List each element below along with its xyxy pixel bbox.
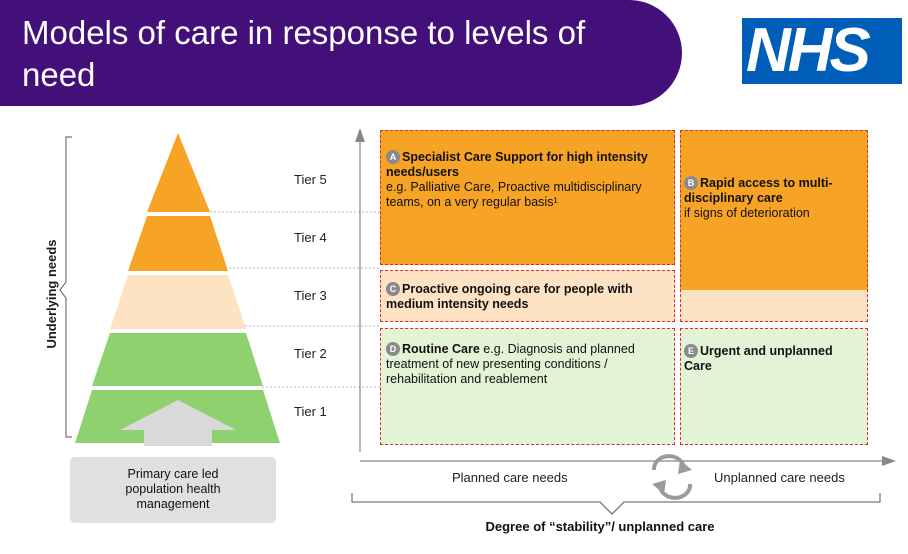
unplanned-care-label: Unplanned care needs — [714, 470, 845, 485]
grid-bg-green-right — [680, 328, 868, 445]
box-c-heading: Proactive ongoing care for people with m… — [386, 282, 633, 311]
box-b-heading: Rapid access to multi-disciplinary care — [684, 176, 833, 205]
nhs-logo: NHS — [742, 18, 902, 84]
grid-bg-peach-right — [680, 290, 868, 322]
box-a-specialist-care — [380, 130, 675, 265]
box-c-proactive-care — [380, 270, 675, 322]
box-a-body: e.g. Palliative Care, Proactive multidis… — [386, 180, 642, 209]
underlying-needs-label: Underlying needs — [44, 239, 59, 349]
tier-2-label: Tier 2 — [294, 346, 327, 361]
box-e-urgent-care — [680, 328, 868, 445]
badge-e: E — [684, 344, 698, 358]
page-title: Models of care in response to levels of … — [22, 14, 586, 93]
vertical-axis-arrow — [355, 128, 365, 142]
box-a-heading: Specialist Care Support for high intensi… — [386, 150, 648, 179]
grid-bg-orange-right — [680, 130, 868, 290]
tier-1-label: Tier 1 — [294, 404, 327, 419]
box-b-body: if signs of deterioration — [684, 206, 810, 220]
tier-4-label: Tier 4 — [294, 230, 327, 245]
title-banner: Models of care in response to levels of … — [0, 0, 682, 106]
planned-care-label: Planned care needs — [452, 470, 568, 485]
stability-footer-label: Degree of “stability”/ unplanned care — [485, 519, 715, 534]
tier-5-label: Tier 5 — [294, 172, 327, 187]
box-b-rapid-access — [680, 130, 868, 322]
pyramid-tier-4 — [128, 216, 228, 271]
badge-a: A — [386, 150, 400, 164]
grid-bg-green-left — [380, 328, 675, 445]
pyramid-tier-5 — [147, 133, 210, 212]
primary-care-box: Primary care led population health manag… — [70, 457, 276, 523]
badge-c: C — [386, 282, 400, 296]
nhs-logo-text: NHS — [746, 18, 871, 84]
horizontal-axis-arrow — [882, 456, 896, 466]
badge-d: D — [386, 342, 400, 356]
badge-b: B — [684, 176, 698, 190]
box-d-routine-care — [380, 328, 675, 445]
underlying-needs-bracket — [59, 136, 72, 438]
box-d-body: e.g. Diagnosis and planned treatment of … — [386, 342, 635, 386]
bottom-bracket — [351, 493, 881, 515]
box-e-heading: Urgent and unplanned Care — [684, 344, 833, 373]
primary-care-label: Primary care led population health manag… — [125, 467, 221, 511]
up-arrow-icon — [120, 400, 236, 446]
pyramid-tier-2 — [92, 333, 263, 386]
grid-bg-peach-left — [380, 270, 675, 322]
box-d-heading: Routine Care — [402, 342, 480, 356]
tier-3-label: Tier 3 — [294, 288, 327, 303]
cycle-arrows-icon — [651, 454, 693, 500]
pyramid-tier-3 — [110, 275, 246, 329]
grid-bg-orange-left — [380, 130, 675, 265]
